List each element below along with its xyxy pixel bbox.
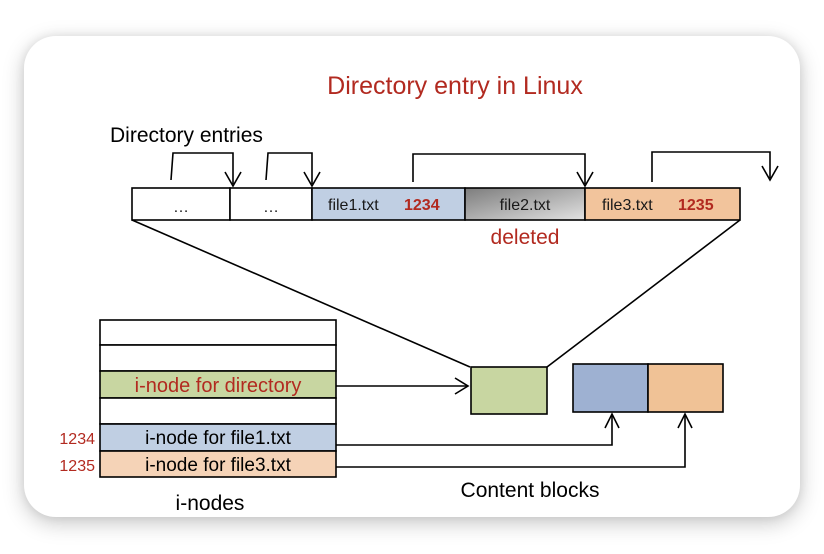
content-blocks-label: Content blocks bbox=[461, 479, 600, 502]
entry-cell-1 bbox=[131, 187, 231, 221]
inode-file3-text: i-node for file3.txt bbox=[145, 455, 291, 476]
inode-pointer-arrows bbox=[336, 377, 693, 468]
entry-link-4 bbox=[651, 151, 771, 182]
inode-row-file1 bbox=[99, 423, 337, 452]
directory-entries-label: Directory entries bbox=[110, 124, 263, 147]
entry-link-2 bbox=[265, 152, 313, 184]
inode-number-1234: 1234 bbox=[59, 431, 95, 448]
fan-line-right bbox=[546, 219, 741, 368]
inode-row-directory bbox=[99, 370, 337, 399]
entry-cell-2-text: … bbox=[263, 199, 279, 216]
inode-row bbox=[99, 397, 337, 425]
inode-number-1235: 1235 bbox=[59, 458, 95, 475]
inode-row-file3 bbox=[99, 450, 337, 478]
arrowhead-down-icon bbox=[224, 171, 242, 188]
entry-link-3 bbox=[412, 153, 586, 184]
inodes-label: i-nodes bbox=[176, 492, 245, 515]
entry-file3-inode: 1235 bbox=[678, 197, 714, 214]
inode-directory-text: i-node for directory bbox=[135, 375, 302, 397]
arrowhead-up-icon bbox=[677, 412, 693, 429]
entry-link-1 bbox=[170, 152, 234, 184]
arrowhead-down-icon bbox=[576, 171, 594, 188]
deleted-label: deleted bbox=[491, 226, 560, 249]
inode-row bbox=[99, 344, 337, 372]
entry-file3 bbox=[584, 187, 741, 221]
entry-cell-1-text: … bbox=[173, 199, 189, 216]
entry-file1-inode: 1234 bbox=[404, 197, 440, 214]
arrowhead-down-icon bbox=[761, 165, 779, 182]
entry-cell-2 bbox=[229, 187, 313, 221]
file1-inode-pointer bbox=[336, 415, 613, 446]
entry-file1-name: file1.txt bbox=[328, 197, 379, 214]
inode-file1-text: i-node for file1.txt bbox=[145, 428, 291, 449]
fan-line-left bbox=[131, 219, 471, 368]
diagram-title: Directory entry in Linux bbox=[327, 72, 583, 100]
entry-link-arrows bbox=[170, 151, 779, 188]
file3-content-block bbox=[647, 363, 724, 413]
file3-inode-pointer bbox=[336, 415, 686, 468]
directory-content-block bbox=[470, 366, 548, 415]
entry-file2-name: file2.txt bbox=[500, 197, 551, 214]
inode-row bbox=[99, 319, 337, 346]
entry-file1 bbox=[311, 187, 466, 221]
directory-entry-bar: … … file1.txt 1234 file2.txt file3.txt 1… bbox=[131, 187, 741, 221]
inode-table: i-node for directory i-node for file1.tx… bbox=[99, 319, 337, 478]
arrowhead-right-icon bbox=[454, 377, 470, 395]
entry-file2-deleted bbox=[464, 187, 586, 221]
arrowhead-down-icon bbox=[303, 171, 321, 188]
file1-content-block bbox=[572, 363, 649, 413]
entry-file3-name: file3.txt bbox=[602, 197, 653, 214]
arrowhead-up-icon bbox=[604, 412, 620, 429]
